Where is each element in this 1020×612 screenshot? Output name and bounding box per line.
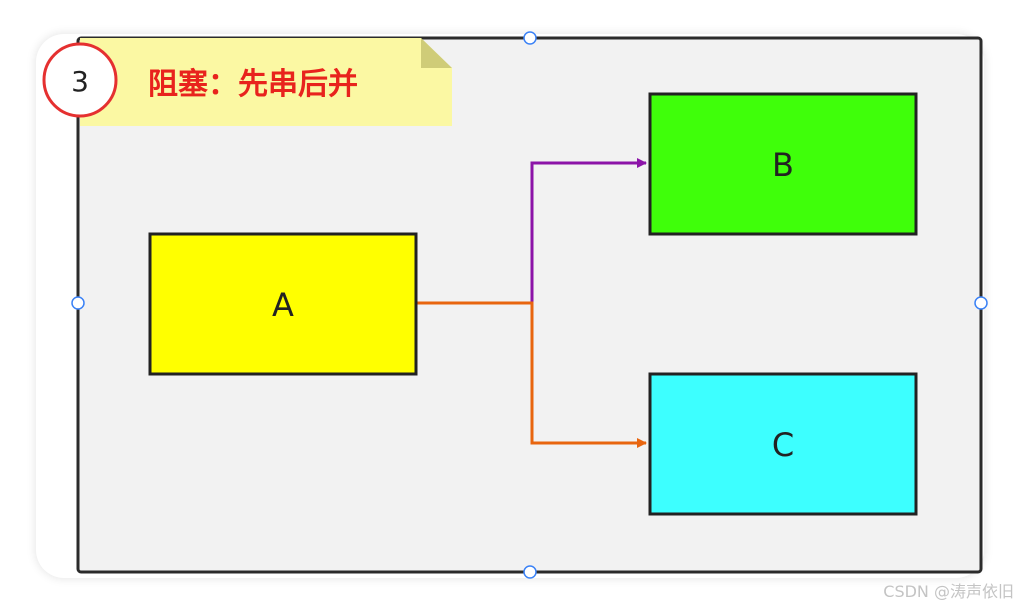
edge-a-to-c[interactable] (417, 301, 647, 448)
step-badge-ring (42, 42, 118, 118)
selection-handle-bottom[interactable] (523, 565, 537, 579)
note-paper (80, 38, 452, 126)
node-c-label: C (772, 426, 794, 464)
note-fold (421, 38, 452, 68)
node-a[interactable]: A (148, 232, 418, 376)
step-badge-number: 3 (71, 65, 89, 98)
selection-handle-left[interactable] (71, 296, 85, 310)
selection-handle-top[interactable] (523, 31, 537, 45)
node-b-box[interactable] (648, 92, 918, 236)
node-a-label: A (272, 286, 294, 324)
node-c[interactable]: C (648, 372, 918, 516)
node-a-box[interactable] (148, 232, 418, 376)
selection-handle-right[interactable] (974, 296, 988, 310)
note-title: 阻塞：先串后并 (148, 67, 358, 102)
node-c-box[interactable] (648, 372, 918, 516)
node-b-label: B (772, 146, 794, 184)
node-b[interactable]: B (648, 92, 918, 236)
edge-a-to-b[interactable] (530, 158, 647, 303)
watermark: CSDN @涛声依旧 (883, 582, 1014, 601)
